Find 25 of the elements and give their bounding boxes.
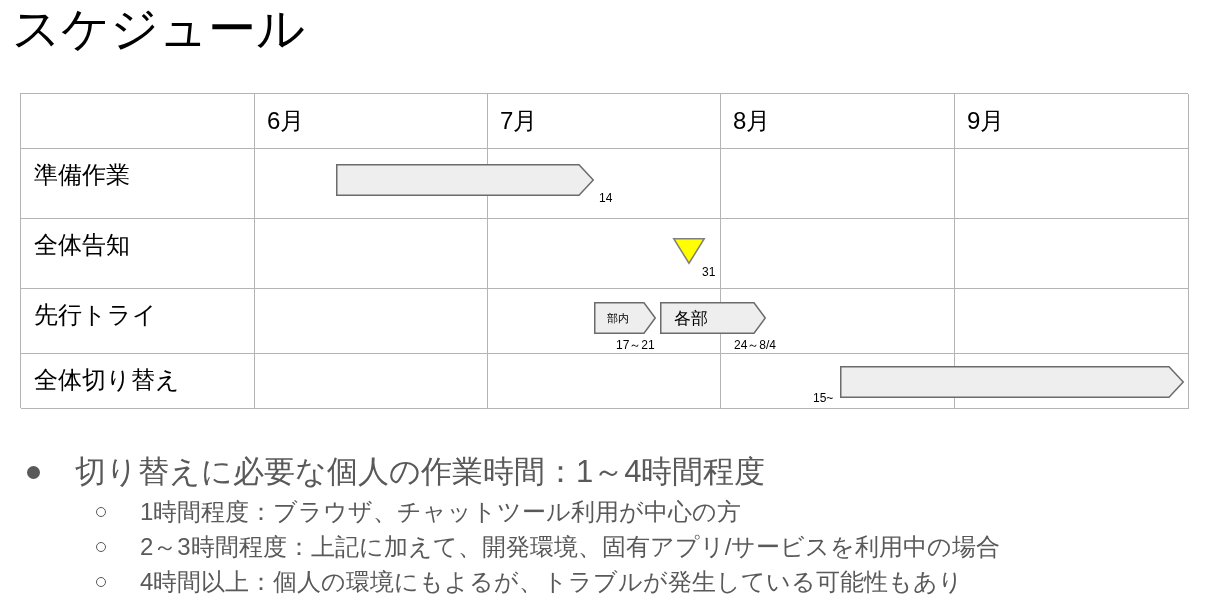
bullet-text: 4時間以上：個人の環境にもよるが、トラブルが発生している可能性もあり — [140, 567, 964, 596]
gantt-bar — [660, 302, 766, 334]
date-label: 31 — [702, 265, 716, 279]
milestone-icon — [673, 238, 705, 264]
task-label: 全体切り替え — [34, 366, 180, 393]
task-label: 先行トライ — [34, 301, 157, 328]
task-label: 準備作業 — [34, 161, 130, 188]
month-header: 6月 — [267, 107, 305, 134]
gantt-bar — [840, 366, 1184, 398]
bullet-text: 1時間程度：ブラウザ、チャットツール利用が中心の方 — [140, 497, 742, 526]
date-label: 14 — [599, 191, 613, 205]
gantt-bar — [594, 302, 656, 334]
bar-label: 部内 — [607, 312, 629, 324]
bullet-text: 2～3時間程度：上記に加えて、開発環境、固有アプリ/サービスを利用中の場合 — [140, 532, 1001, 561]
date-label: 17～21 — [616, 338, 655, 352]
bullet-text: 切り替えに必要な個人の作業時間：1～4時間程度 — [75, 454, 766, 490]
month-header: 9月 — [967, 107, 1005, 134]
month-header: 7月 — [500, 107, 538, 134]
bar-label: 各部 — [674, 309, 708, 327]
date-label: 24～8/4 — [734, 338, 777, 352]
date-label: 15~ — [813, 391, 834, 405]
task-label: 全体告知 — [34, 231, 130, 258]
month-header: 8月 — [733, 107, 771, 134]
gantt-bar — [336, 164, 594, 196]
page-title: スケジュール — [12, 1, 305, 57]
